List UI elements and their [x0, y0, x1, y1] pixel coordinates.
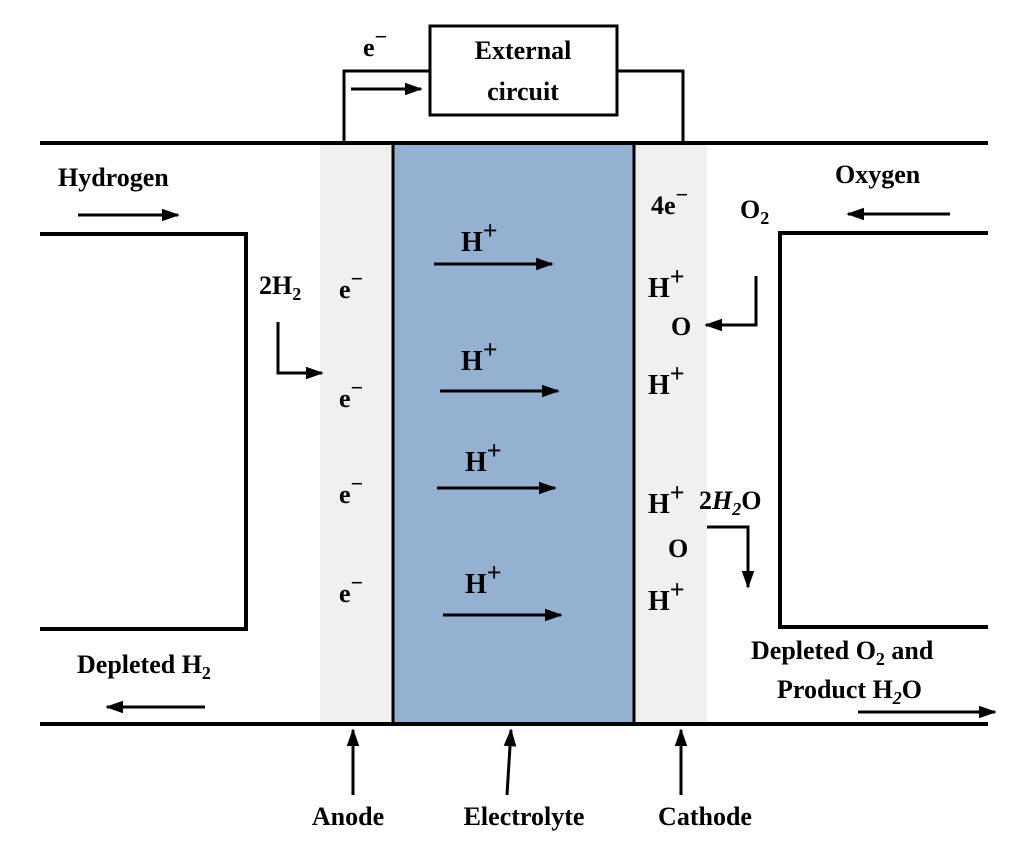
circuit-wire-right: [617, 69, 685, 143]
hydrogen-inlet-label: Hydrogen: [58, 163, 169, 192]
cathode-label: Cathode: [658, 802, 752, 831]
cathode-proton-1: H+: [648, 262, 685, 304]
hydrogen-reactant-label: 2H2: [259, 271, 301, 304]
oxygen-inlet-label: Oxygen: [835, 160, 921, 189]
electrolyte-label: Electrolyte: [464, 802, 585, 831]
depleted-o2-label: Depleted O2 and: [751, 636, 934, 669]
circuit-wire: [342, 69, 430, 143]
electrolyte-proton-1: H+: [461, 216, 498, 258]
cathode-oxygen-atom-2: O: [668, 534, 688, 563]
electrolyte-proton-2: H+: [461, 335, 498, 377]
anode-electron-2: e−: [339, 375, 363, 413]
external-circuit-label-line1: External: [475, 36, 572, 65]
oxygen-split-arrow: [704, 276, 758, 332]
anode-electron-3: e−: [339, 471, 363, 509]
anode-electron-4: e−: [339, 570, 363, 608]
cathode-proton-4: H+: [648, 575, 685, 617]
hydrogen-feed-arrow: [276, 322, 324, 380]
circuit-electron-label: e−: [363, 24, 387, 62]
anode-channel-wall: [40, 232, 248, 631]
cathode-proton-2: H+: [648, 359, 685, 401]
electrolyte-pointer-arrow: [503, 728, 517, 796]
electrolyte-proton-4: H+: [465, 558, 502, 600]
water-exit-arrow: [707, 525, 755, 589]
cathode-layer: [634, 144, 707, 724]
cathode-oxygen-atom-1: O: [671, 312, 691, 341]
anode-label: Anode: [312, 802, 384, 831]
anode-layer: [320, 144, 393, 724]
cathode-proton-3: H+: [648, 478, 685, 520]
cathode-electrons-label: 4e−: [651, 182, 688, 220]
anode-electron-1: e−: [339, 266, 363, 304]
electrolyte-layer: [393, 144, 634, 724]
depleted-h2-label: Depleted H2: [77, 650, 211, 683]
cathode-channel-wall: [778, 231, 988, 629]
cathode-oxygen-label: O2: [740, 195, 769, 228]
water-product-label: 2H2O: [699, 486, 761, 519]
external-circuit-label-line2: circuit: [487, 77, 559, 106]
external-circuit-box: [428, 24, 619, 117]
electrolyte-proton-3: H+: [465, 436, 502, 478]
product-water-label: Product H2O: [777, 675, 922, 708]
